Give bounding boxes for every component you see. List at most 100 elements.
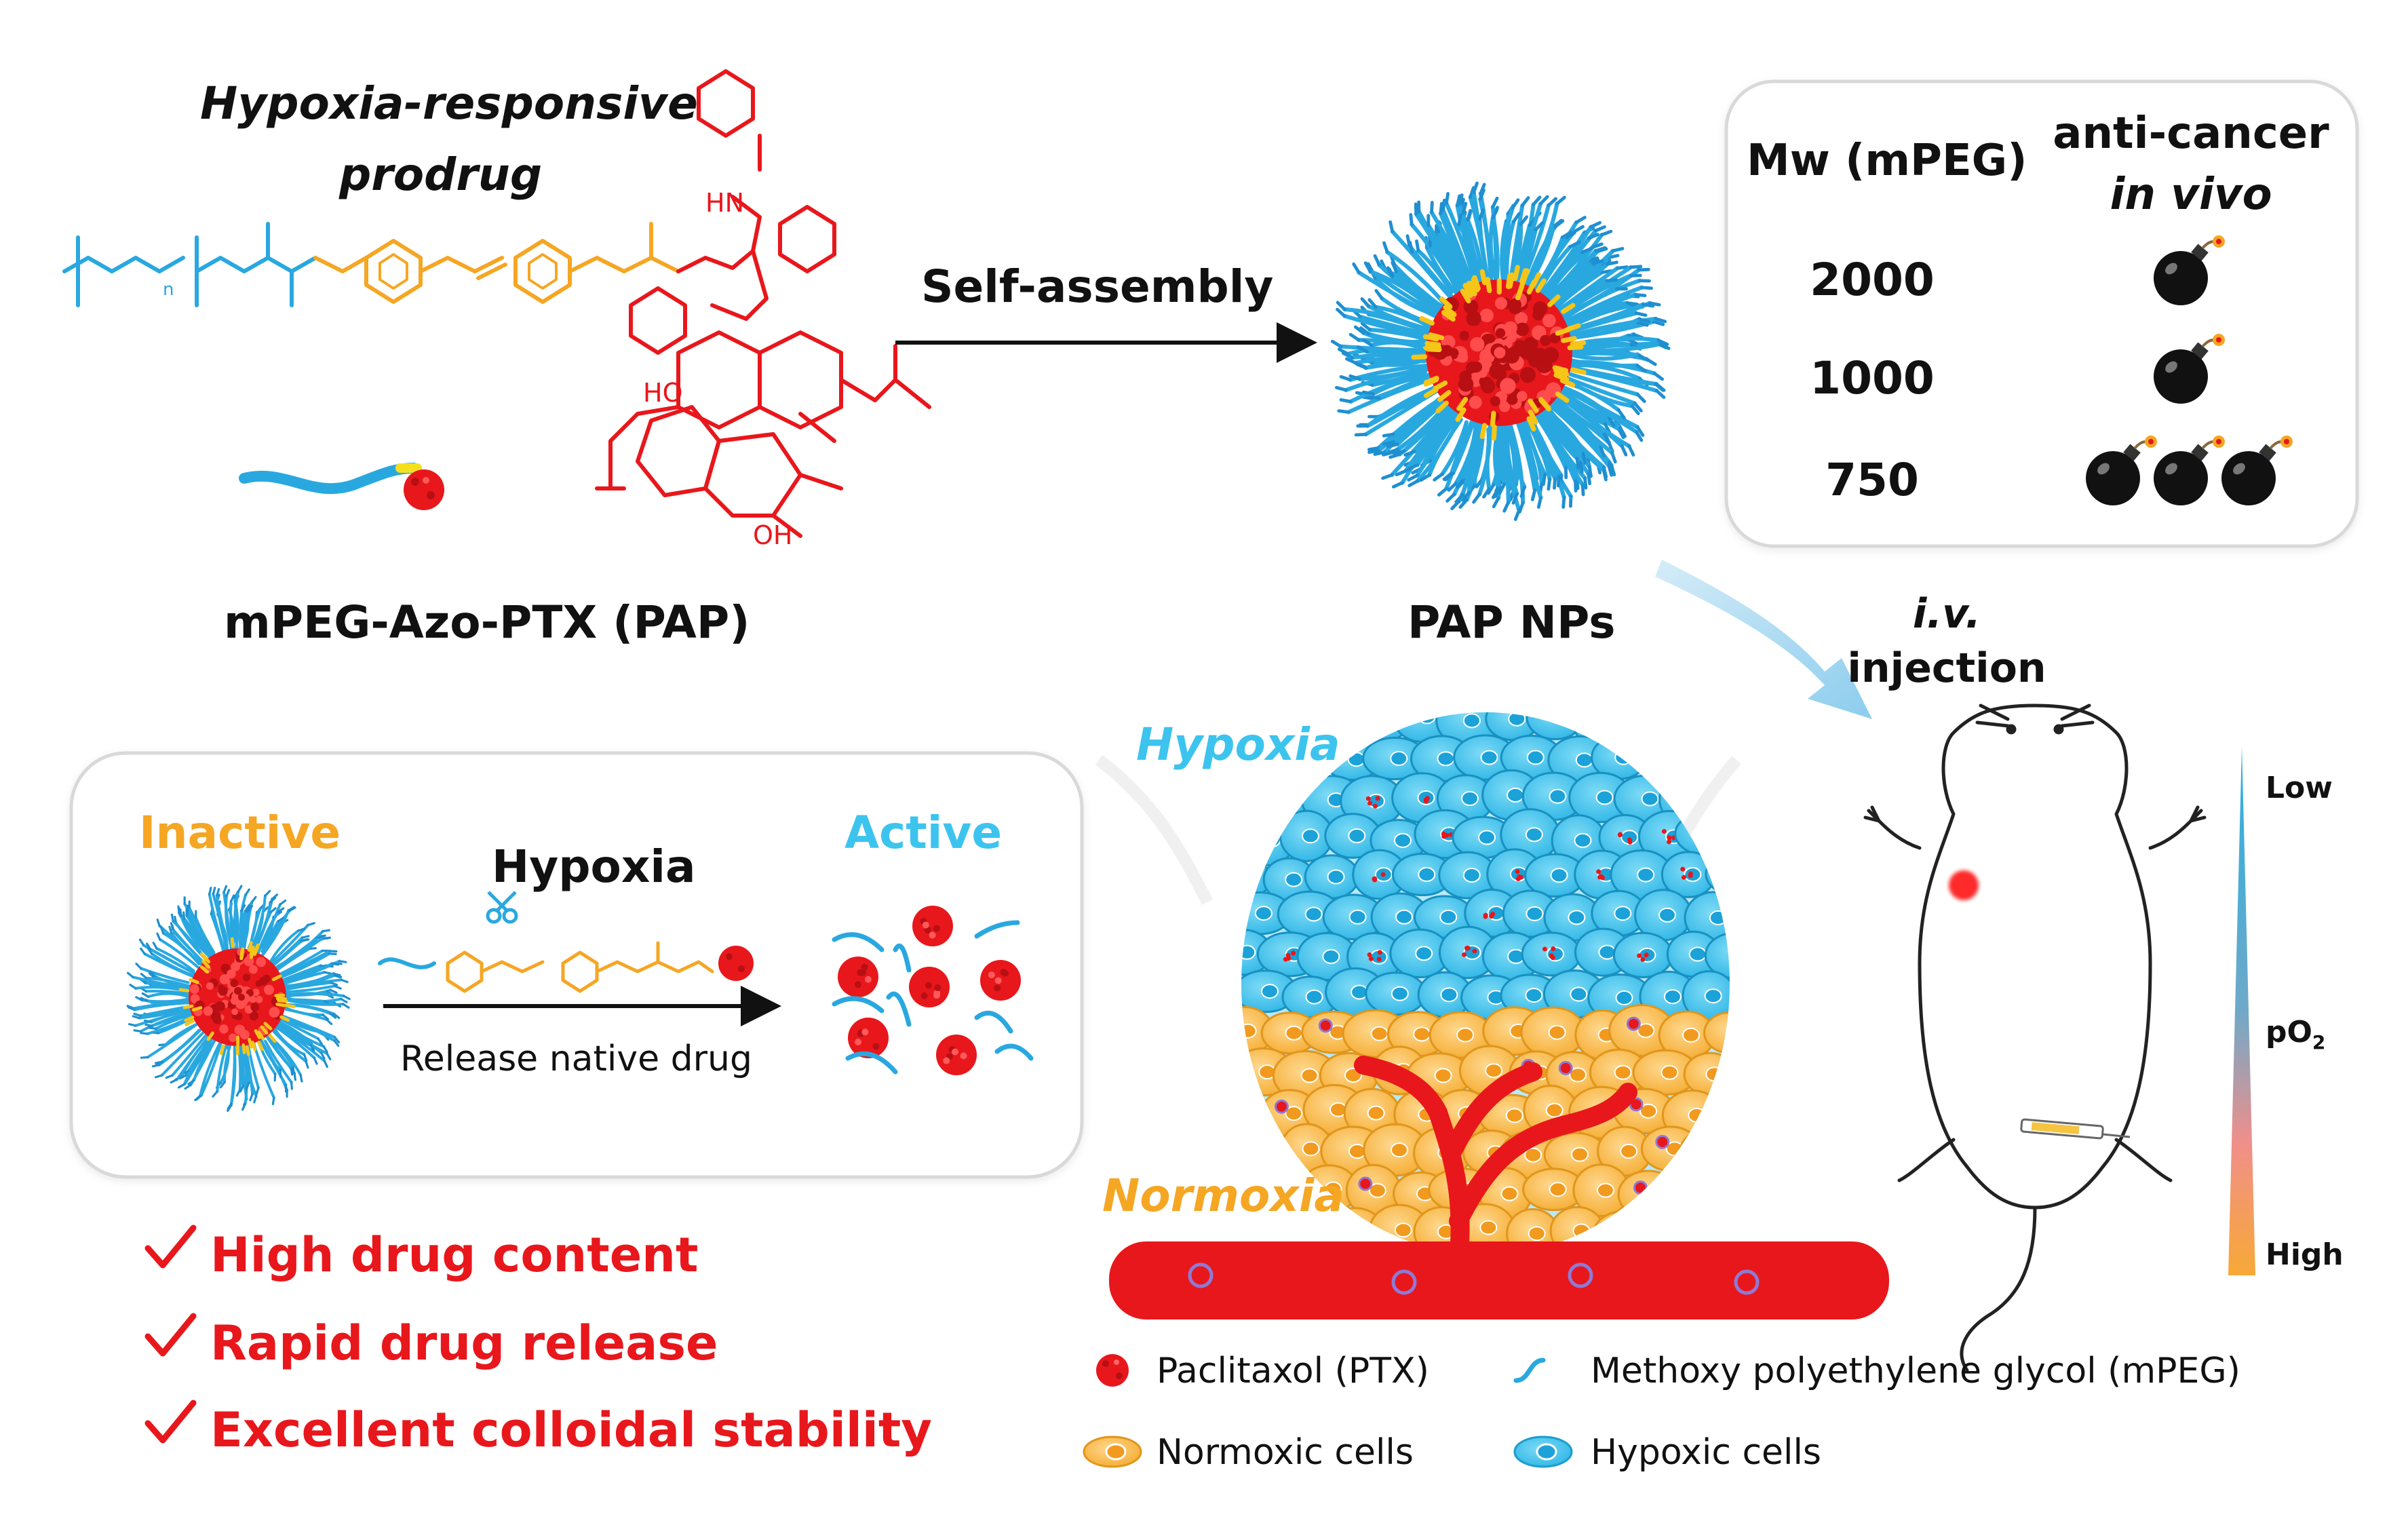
released-ptx xyxy=(838,957,878,997)
self-assembly-label: Self-assembly xyxy=(921,261,1274,313)
legend-normoxic-label: Normoxic cells xyxy=(1157,1432,1414,1473)
syringe-icon xyxy=(2020,1118,2131,1140)
pap-nanoparticle xyxy=(1330,181,1671,521)
legend-normoxic-cell-icon xyxy=(1083,1435,1142,1468)
legend-ptx-label: Paclitaxol (PTX) xyxy=(1157,1351,1429,1391)
released-drug-particles xyxy=(832,906,1034,1075)
bomb-icon xyxy=(2154,436,2225,505)
hypoxic-cell xyxy=(1607,712,1674,743)
pap-nps-label: PAP NPs xyxy=(1407,596,1616,649)
struct-label-oh: OH xyxy=(753,520,793,550)
check-icon xyxy=(144,1225,197,1269)
prodrug-title-line2: prodrug xyxy=(339,149,543,201)
released-ptx xyxy=(909,967,950,1007)
vessel-nanoparticle xyxy=(1391,1269,1417,1295)
tumor-site-marker xyxy=(1949,870,1979,900)
released-mpeg xyxy=(886,991,912,1027)
release-label: Release native drug xyxy=(400,1039,753,1079)
normoxic-cell xyxy=(1701,1169,1730,1213)
table-header-activity-line1: anti-cancer xyxy=(2053,109,2329,159)
hypoxic-cell xyxy=(1682,731,1730,782)
vessel-nanoparticle xyxy=(1734,1269,1760,1295)
released-ptx xyxy=(912,906,953,946)
gradient-low-label: Low xyxy=(2266,771,2333,805)
scissors-icon xyxy=(486,891,518,924)
released-mpeg xyxy=(893,943,912,973)
released-mpeg xyxy=(994,1043,1034,1061)
normoxic-cell xyxy=(1723,1132,1730,1177)
hypoxic-cell xyxy=(1633,733,1694,780)
tumor-illustration xyxy=(1095,712,1889,1319)
tumor-normoxia-label: Normoxia xyxy=(1102,1170,1344,1222)
check-icon xyxy=(144,1400,197,1444)
hypoxic-cell xyxy=(1674,811,1730,857)
legend-hypoxic-label: Hypoxic cells xyxy=(1591,1432,1822,1473)
table-mw-1000: 1000 xyxy=(1810,352,1935,404)
tumor-hypoxia-label: Hypoxia xyxy=(1136,718,1340,771)
advantage-3: Excellent colloidal stability xyxy=(210,1402,932,1458)
vessel-particles xyxy=(1188,1262,1760,1295)
mechanism-panel xyxy=(69,751,1084,1179)
table-header-mw: Mw (mPEG) xyxy=(1747,136,2027,186)
check-icons xyxy=(144,1225,197,1444)
pap-cartoon xyxy=(239,463,444,510)
bomb-icon xyxy=(2086,436,2157,505)
azo-cleavage-structure xyxy=(378,941,754,993)
hypoxic-cell xyxy=(1704,712,1730,742)
released-mpeg xyxy=(832,996,885,1014)
bomb-icons xyxy=(2086,235,2293,505)
prodrug-structure xyxy=(62,69,931,538)
table-mw-750: 750 xyxy=(1825,454,1919,506)
prodrug-name: mPEG-Azo-PTX (PAP) xyxy=(224,596,750,649)
prodrug-title-line1: Hypoxia-responsive xyxy=(200,77,698,130)
released-mpeg xyxy=(845,1051,898,1075)
hypoxic-cell xyxy=(1704,931,1730,980)
released-mpeg xyxy=(974,1010,1013,1034)
released-ptx xyxy=(980,960,1021,1001)
hypoxic-cell xyxy=(1345,712,1412,744)
normoxic-cell xyxy=(1617,1170,1680,1219)
iv-label-line1: i.v. xyxy=(1912,590,1981,638)
normoxic-cell xyxy=(1703,1011,1730,1054)
bomb-icon xyxy=(2154,235,2225,305)
hypoxia-condition-label: Hypoxia xyxy=(492,841,696,893)
gradient-po2-label: pO2 xyxy=(2266,1015,2326,1054)
mouse-illustration xyxy=(1863,703,2207,1372)
vessel-nanoparticle xyxy=(1188,1262,1213,1288)
active-label: Active xyxy=(844,807,1003,859)
activity-table-panel xyxy=(1724,79,2359,548)
vessel-nanoparticle xyxy=(1568,1262,1593,1288)
released-mpeg xyxy=(974,920,1020,939)
advantage-1: High drug content xyxy=(210,1227,699,1283)
released-mpeg xyxy=(832,932,885,952)
normoxic-cell xyxy=(1701,1092,1730,1136)
hypoxic-cell xyxy=(1241,771,1273,819)
po2-gradient-bar xyxy=(2228,746,2255,1275)
normoxic-cell xyxy=(1728,1050,1730,1098)
struct-label-hn: HN xyxy=(705,188,744,218)
released-ptx xyxy=(848,1018,889,1058)
legend-ptx-icon xyxy=(1096,1354,1129,1387)
bomb-icon xyxy=(2221,436,2293,505)
gradient-high-label: High xyxy=(2266,1237,2344,1272)
hypoxic-cell xyxy=(1705,851,1730,897)
hypoxic-cell xyxy=(1733,813,1789,865)
inactive-label: Inactive xyxy=(139,807,341,859)
table-header-activity-line2: in vivo xyxy=(2110,170,2272,220)
normoxic-cell xyxy=(1241,1087,1268,1132)
inactive-nanoparticle xyxy=(126,885,351,1112)
table-mw-2000: 2000 xyxy=(1810,254,1935,306)
iv-label-line2: injection xyxy=(1847,644,2046,692)
legend-mpeg-icon xyxy=(1513,1357,1546,1383)
struct-label-ho: HO xyxy=(643,378,683,408)
peg-repeat-n: n xyxy=(163,279,174,300)
normoxic-cell xyxy=(1657,1167,1720,1217)
advantage-2: Rapid drug release xyxy=(210,1315,718,1371)
normoxic-cell xyxy=(1678,1127,1730,1180)
bomb-icon xyxy=(2154,334,2225,404)
released-ptx xyxy=(936,1035,977,1075)
check-icon xyxy=(144,1313,197,1357)
hypoxic-cell xyxy=(1732,971,1787,1017)
legend-mpeg-label: Methoxy polyethylene glycol (mPEG) xyxy=(1591,1351,2240,1391)
